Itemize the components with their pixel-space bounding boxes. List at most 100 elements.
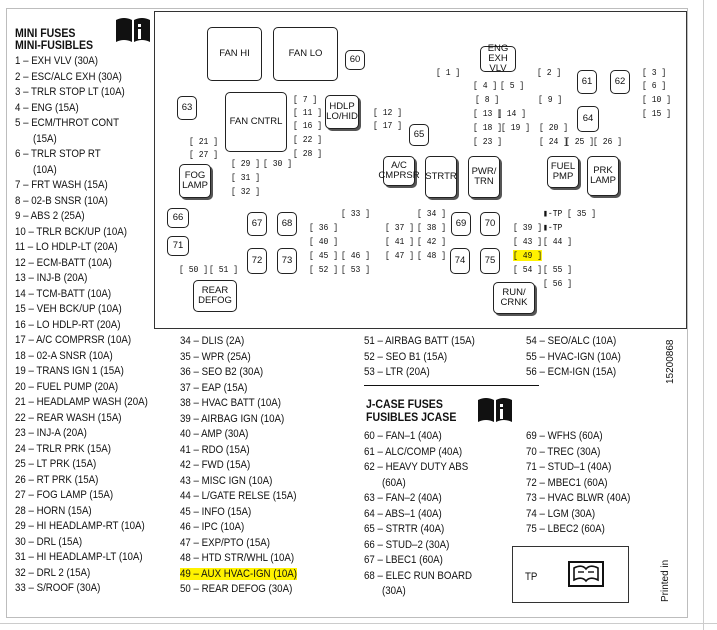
fuse-list-item: 27 – FOG LAMP (15A) bbox=[15, 489, 114, 501]
jcase-box-61: 61 bbox=[577, 70, 597, 94]
jcase-box-70: 70 bbox=[480, 212, 500, 236]
fuse-list-item: 9 – ABS 2 (25A) bbox=[15, 210, 85, 222]
fuse-slot-f28: [ 28 ] bbox=[293, 148, 323, 159]
fuse-list-item: 6 – TRLR STOP RT bbox=[15, 148, 101, 160]
fuse-slot-f38: [ 38 ] bbox=[417, 222, 447, 233]
fuse-list-item: 34 – DLIS (2A) bbox=[180, 335, 245, 347]
fuse-slot-f31: [ 31 ] bbox=[231, 172, 261, 183]
relay-pwr-trn: PWR/ TRN bbox=[468, 156, 500, 198]
fuse-list-item: 1 – EXH VLV (30A) bbox=[15, 55, 98, 67]
fuse-slot-f53: [ 53 ] bbox=[341, 264, 371, 275]
fuse-list-item: 69 – WFHS (60A) bbox=[526, 430, 603, 442]
fuse-slot-f19: [ 19 ] bbox=[501, 122, 531, 133]
tp-legend-label: TP bbox=[525, 571, 538, 583]
fuse-slot-f16: [ 16 ] bbox=[293, 120, 323, 131]
relay-fan-hi: FAN HI bbox=[207, 27, 262, 81]
jcase-divider bbox=[364, 385, 539, 386]
fuse-list-item: 52 – SEO B1 (15A) bbox=[364, 350, 448, 363]
fuse-slot-f10: [ 10 ] bbox=[642, 94, 672, 105]
fuse-list-item: 16 – LO HDLP-RT (20A) bbox=[15, 318, 121, 331]
relay-fuel-pmp: FUEL PMP bbox=[547, 156, 579, 188]
fuse-slot-f42: [ 42 ] bbox=[417, 236, 447, 247]
fuse-list-item: 24 – TRLR PRK (15A) bbox=[15, 442, 111, 455]
jcase-title: J-CASE FUSES bbox=[366, 397, 443, 411]
page-edge-line bbox=[703, 0, 704, 630]
fuse-list-item: 73 – HVAC BLWR (40A) bbox=[526, 492, 631, 504]
fuse-slot-f11: [ 11 ] bbox=[293, 107, 323, 118]
fuse-slot-f48: [ 48 ] bbox=[417, 250, 447, 261]
fuse-list-item: 4 – ENG (15A) bbox=[15, 101, 79, 114]
fuse-slot-f36: [ 36 ] bbox=[309, 222, 339, 233]
jcase-box-65: 65 bbox=[409, 124, 429, 146]
relay-ac-cmprsr: A/C CMPRSR bbox=[378, 156, 420, 186]
jcase-box-74: 74 bbox=[450, 248, 470, 274]
jcase-box-63: 63 bbox=[177, 96, 197, 120]
fuse-slot-f29: [ 29 ] bbox=[231, 158, 261, 169]
fuse-slot-f54: [ 54 ] bbox=[513, 264, 543, 275]
fuse-list-item: 74 – LGM (30A) bbox=[526, 507, 596, 520]
fuse-list-item: 45 – INFO (15A) bbox=[180, 505, 252, 518]
fuse-slot-f21: [ 21 ] bbox=[189, 136, 219, 147]
fuse-slot-f56: [ 56 ] bbox=[543, 278, 573, 289]
fuse-slot-f41: [ 41 ] bbox=[385, 236, 415, 247]
jcase-box-66: 66 bbox=[167, 208, 189, 228]
page-bottom-line bbox=[0, 623, 717, 624]
fuse-list-item: 32 – DRL 2 (15A) bbox=[15, 566, 91, 579]
fuse-slot-f37: [ 37 ] bbox=[385, 222, 415, 233]
relay-prk-lamp: PRK LAMP bbox=[587, 156, 619, 196]
fuse-slot-f32: [ 32 ] bbox=[231, 186, 261, 197]
fuse-slot-f15: [ 15 ] bbox=[642, 108, 672, 119]
fuse-slot-f55: [ 55 ] bbox=[543, 264, 573, 275]
fuse-list-item: 63 – FAN–2 (40A) bbox=[364, 492, 442, 504]
fuse-list-item: 40 – AMP (30A) bbox=[180, 428, 249, 440]
fuse-list-item: 5 – ECM/THROT CONT bbox=[15, 117, 120, 129]
fuse-list-item: 72 – MBEC1 (60A) bbox=[526, 476, 608, 489]
fuse-slot-tp1: ▮-TP bbox=[543, 208, 563, 219]
fuse-list-item: 67 – LBEC1 (60A) bbox=[364, 554, 443, 566]
fuse-slot-f51: [ 51 ] bbox=[209, 264, 239, 275]
fuse-list-item: 2 – ESC/ALC EXH (30A) bbox=[15, 70, 122, 83]
fuse-list-item: 70 – TREC (30A) bbox=[526, 445, 601, 458]
fuse-slot-f45: [ 45 ] bbox=[309, 250, 339, 261]
fuse-slot-f40: [ 40 ] bbox=[309, 236, 339, 247]
fuse-list-item: 29 – HI HEADLAMP-RT (10A) bbox=[15, 520, 145, 532]
jcase-box-64: 64 bbox=[577, 106, 599, 132]
fuse-slot-f1: [ 1 ] bbox=[436, 67, 461, 78]
fuse-list-item: 44 – L/GATE RELSE (15A) bbox=[180, 490, 297, 502]
fuse-list-item: 18 – 02-A SNSR (10A) bbox=[15, 349, 113, 362]
fuse-list-item: 49 – AUX HVAC-IGN (10A) bbox=[180, 567, 297, 580]
relay-eng-exh-vlv: ENG EXH VLV bbox=[480, 44, 516, 74]
fuse-list-item: 39 – AIRBAG IGN (10A) bbox=[180, 412, 285, 425]
fuse-slot-f33: [ 33 ] bbox=[341, 208, 371, 219]
fuse-slot-f17: [ 17 ] bbox=[373, 120, 403, 131]
fuse-list-item: 3 – TRLR STOP LT (10A) bbox=[15, 86, 125, 98]
fuse-slot-f23: [ 23 ] bbox=[473, 136, 503, 147]
fuse-list-item: 12 – ECM-BATT (10A) bbox=[15, 256, 112, 269]
fuse-list-item: 46 – IPC (10A) bbox=[180, 521, 245, 533]
fuse-slot-f14: [ 14 ] bbox=[497, 108, 527, 119]
printed-in-note: Printed in bbox=[660, 559, 671, 602]
fuse-slot-f39: [ 39 ] bbox=[513, 222, 543, 233]
mini-fuses-title: MINI FUSES bbox=[15, 26, 76, 40]
fuse-list-item: 56 – ECM-IGN (15A) bbox=[526, 366, 617, 378]
fuse-slot-f2: [ 2 ] bbox=[537, 67, 562, 78]
fuse-list-item: 10 – TRLR BCK/UP (10A) bbox=[15, 225, 127, 238]
fuse-list-item: 25 – LT PRK (15A) bbox=[15, 458, 97, 470]
fuse-list-item: 14 – TCM-BATT (10A) bbox=[15, 287, 112, 300]
fuse-list-item: 30 – DRL (15A) bbox=[15, 535, 83, 548]
fuse-list-item: 20 – FUEL PUMP (20A) bbox=[15, 380, 119, 393]
fuse-slot-tp2: ▮-TP bbox=[543, 222, 563, 233]
jcase-fusibles-title: FUSIBLES JCASE bbox=[366, 410, 457, 424]
jcase-box-62: 62 bbox=[610, 70, 630, 94]
fuse-list-item: 51 – AIRBAG BATT (15A) bbox=[364, 335, 475, 347]
fuse-slot-f50: [ 50 ] bbox=[179, 264, 209, 275]
jcase-box-69: 69 bbox=[451, 212, 471, 236]
jcase-box-60: 60 bbox=[345, 50, 365, 70]
fuse-slot-f46: [ 46 ] bbox=[341, 250, 371, 261]
fuse-slot-f20: [ 20 ] bbox=[539, 122, 569, 133]
fuse-slot-f26: [ 26 ] bbox=[593, 136, 623, 147]
fuse-slot-f30: [ 30 ] bbox=[263, 158, 293, 169]
document-number: 15200868 bbox=[665, 339, 676, 385]
fuse-slot-f44: [ 44 ] bbox=[543, 236, 573, 247]
relay-fan-cntrl: FAN CNTRL bbox=[225, 92, 287, 152]
